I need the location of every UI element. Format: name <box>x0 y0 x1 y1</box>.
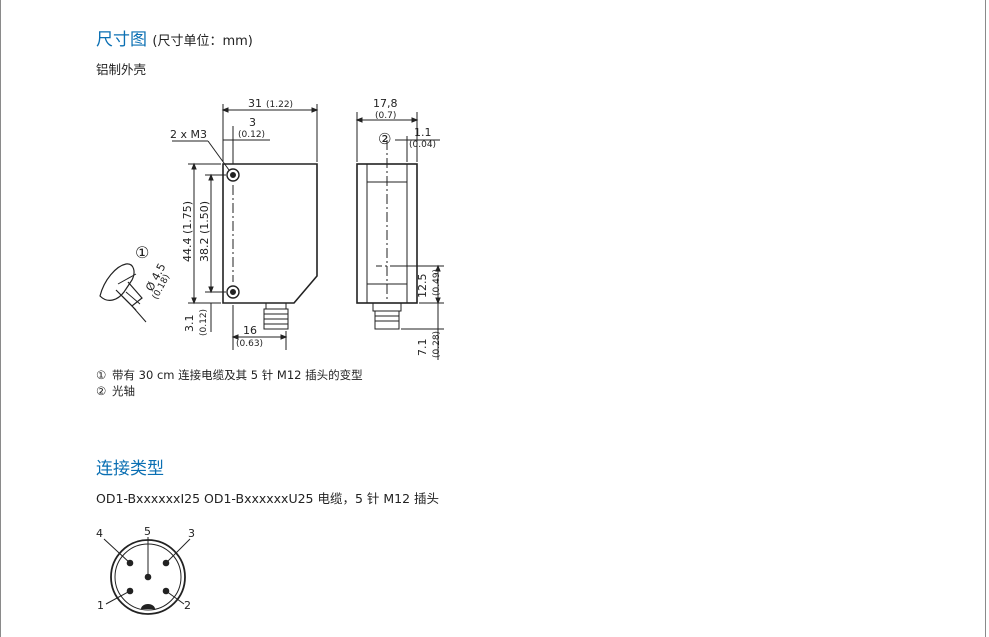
dimension-title: 尺寸图 <box>96 30 147 50</box>
dim-connector-len-in: (0.28) <box>432 331 442 358</box>
dim-axis-height-in: (0.49) <box>432 269 442 296</box>
connector-side-body <box>374 310 400 330</box>
note-2-text: 光轴 <box>112 384 135 398</box>
pin-label-5: 5 <box>144 525 151 538</box>
pin-2 <box>162 587 170 595</box>
page-left-border <box>0 0 1 637</box>
connection-description: OD1-BxxxxxxI25 OD1-BxxxxxxU25 电缆，5 针 M12… <box>96 491 440 506</box>
housing-front-outline <box>222 163 318 304</box>
mount-hole-top <box>226 168 240 182</box>
note-1-mark: ① <box>96 368 107 382</box>
note-2: ② 光轴 <box>96 383 135 399</box>
pin-1 <box>126 587 134 595</box>
pin-label-2: 2 <box>184 599 191 612</box>
cable-variant-sketch <box>99 263 135 301</box>
pin-label-4: 4 <box>96 527 103 540</box>
mount-hole-bottom-center <box>230 289 236 295</box>
dim-depth: 17,8 <box>373 97 398 110</box>
dim-connector-w-in: (0.63) <box>236 339 263 349</box>
dim-connector-len: 7.1 <box>416 339 429 357</box>
dimension-subtitle: (尺寸单位：mm) <box>152 34 253 49</box>
marker-1: ① <box>135 243 149 262</box>
dimension-section-title: 尺寸图 (尺寸单位：mm) <box>96 25 253 50</box>
pin-3 <box>162 559 170 567</box>
pin-label-3: 3 <box>188 527 195 540</box>
pin-4 <box>126 559 134 567</box>
note-1-text: 带有 30 cm 连接电缆及其 5 针 M12 插头的变型 <box>112 368 363 382</box>
dim-thread: 2 x M3 <box>170 128 207 141</box>
dim-connector-w: 16 <box>243 324 257 337</box>
dim-depth-in: (0.7) <box>375 111 396 121</box>
pin-5 <box>144 573 152 581</box>
mount-hole-top-center <box>230 172 236 178</box>
dim-height-outer: 44.4 (1.75) <box>181 201 194 262</box>
note-1: ① 带有 30 cm 连接电缆及其 5 针 M12 插头的变型 <box>96 367 363 383</box>
dim-height-inner: 38.2 (1.50) <box>198 201 211 262</box>
dim-axis-height: 12.5 <box>416 274 429 299</box>
housing-label: 铝制外壳 <box>96 62 147 77</box>
dim-bottom-offset: 3.1 <box>183 315 196 333</box>
dim-offset-in: (0.12) <box>238 130 265 140</box>
pin-label-1: 1 <box>97 599 104 612</box>
m12-pinout-diagram <box>103 537 191 615</box>
marker-2: ② <box>378 130 391 148</box>
connector-front-base <box>265 302 287 310</box>
connection-section-title: 连接类型 <box>96 459 164 479</box>
page-right-border <box>985 0 986 637</box>
dim-offset: 3 <box>249 116 256 129</box>
mount-hole-bottom <box>226 285 240 299</box>
dim-width-in: (1.22) <box>266 100 293 110</box>
dim-lens-in: (0.04) <box>409 140 436 150</box>
connector-key <box>141 604 155 609</box>
connector-pins <box>126 559 170 595</box>
dim-bottom-offset-in: (0.12) <box>199 309 209 336</box>
dim-width: 31 <box>248 97 262 110</box>
dim-lens: 1.1 <box>414 126 432 139</box>
note-2-mark: ② <box>96 384 107 398</box>
